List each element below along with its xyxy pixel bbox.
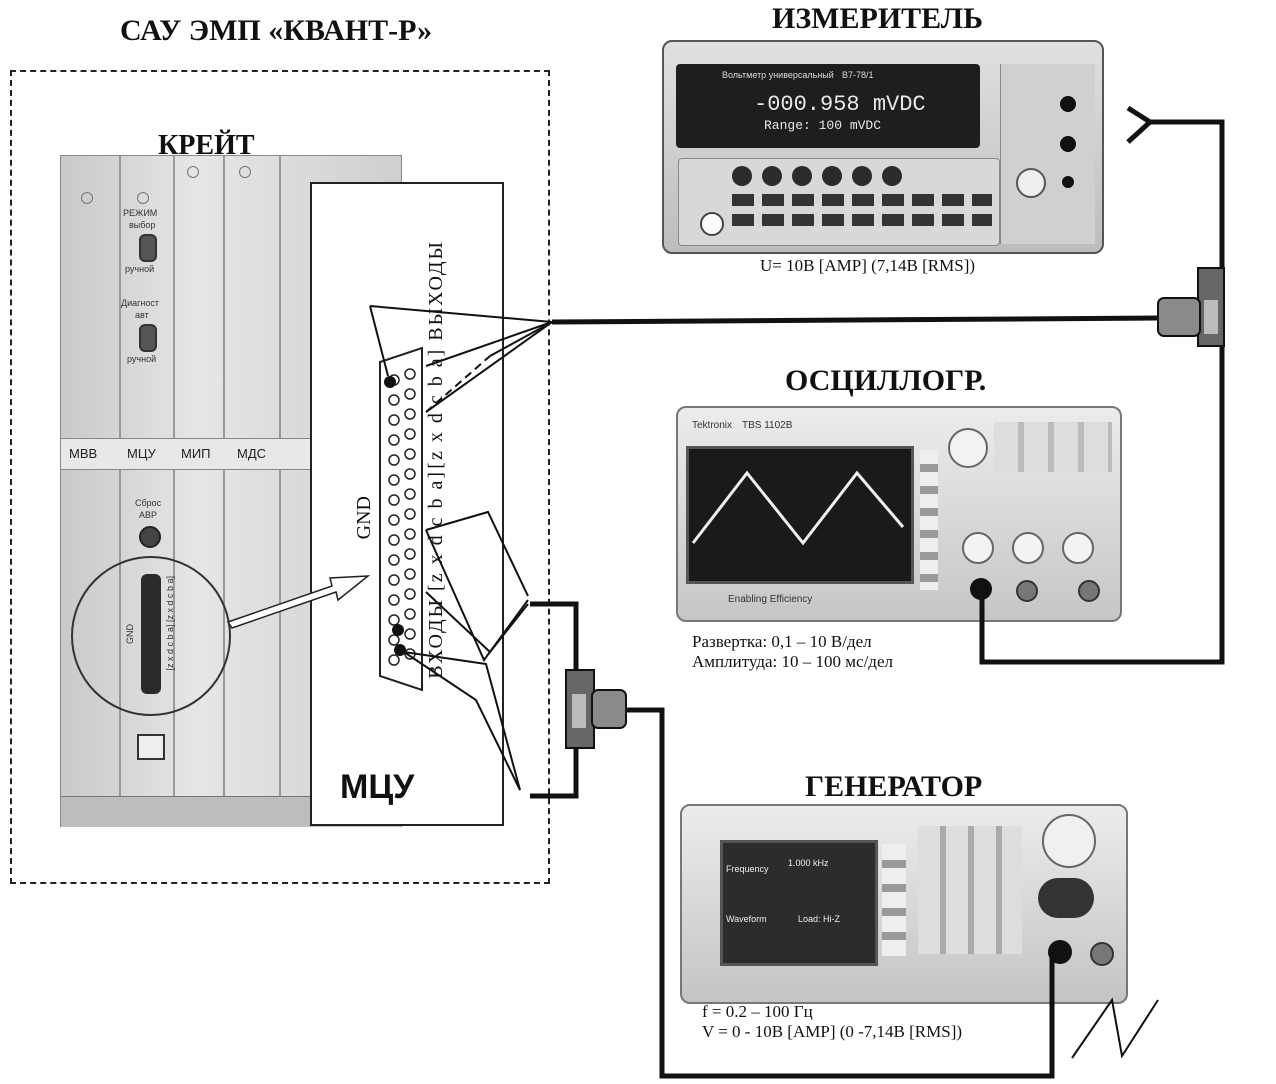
mcu-dsub-connector (379, 346, 423, 692)
meter-range-knob[interactable] (1016, 168, 1046, 198)
sawtooth-waveform-icon (1071, 997, 1159, 1059)
osc-multipurpose-knob[interactable] (948, 428, 988, 468)
meter-terminal-hi[interactable] (1060, 96, 1076, 112)
switch2-label-mid: авт (135, 310, 149, 320)
generator-softkey-column (882, 844, 906, 956)
meter-function-button[interactable] (852, 166, 872, 186)
switch1-label-bottom: ручной (125, 264, 155, 274)
meter-caption: U= 10В [AMP] (7,14В [RMS]) (760, 256, 976, 275)
generator-screen-mode: Waveform (726, 914, 767, 924)
system-title: САУ ЭМП «КВАНТ-Р» (120, 14, 433, 47)
coax-cables (530, 105, 1225, 1079)
mcu-label: МЦУ (340, 768, 415, 806)
meter-display (676, 64, 980, 148)
module-label-mvv: МВВ (69, 446, 98, 461)
system-boundary (10, 70, 550, 884)
osc-vertical-knob[interactable] (962, 532, 994, 564)
osc-model: TBS 1102B (742, 420, 793, 431)
meter-device: Вольтметр универсальный В7-78/1 -000.958… (662, 40, 1104, 254)
generator-device: Frequency 1.000 kHz Waveform Load: Hi-Z (680, 804, 1128, 1004)
output-wiring (369, 305, 553, 413)
switch1-label-top: РЕЖИМ (123, 208, 158, 218)
generator-sync-bnc[interactable] (1090, 942, 1114, 966)
reset-label: Сброс (135, 498, 162, 508)
reset-button[interactable] (139, 526, 161, 548)
osc-caption-line1: Развертка: 0,1 – 10 В/дел (692, 632, 872, 651)
osc-trigger-knob[interactable] (1062, 532, 1094, 564)
oscilloscope-device: Tektronix TBS 1102B Enabling Efficiency (676, 406, 1122, 622)
crate-title: КРЕЙТ (158, 130, 255, 161)
mcu-output-pin-filled (384, 376, 396, 388)
bnc-tee-icon (1157, 267, 1225, 347)
diagnostic-toggle-switch[interactable] (139, 324, 157, 352)
input-wiring (403, 510, 529, 791)
meter-function-button[interactable] (762, 166, 782, 186)
meter-function-button[interactable] (732, 166, 752, 186)
module-label-mcu: МЦУ (127, 446, 156, 461)
reset-sublabel: АВР (139, 510, 158, 520)
meter-display-line2: Range: 100 mVDC (764, 118, 882, 133)
crate-db-connector (141, 574, 161, 694)
oscilloscope-title: ОСЦИЛЛОГР. (785, 364, 987, 397)
module-label-mds: МДС (237, 446, 267, 461)
osc-caption-line2: Амплитуда: 10 – 100 мс/дел (692, 652, 893, 671)
generator-screen-load: Load: Hi-Z (798, 914, 841, 924)
generator-arrow-pad[interactable] (1038, 878, 1094, 918)
meter-key-row (732, 194, 992, 206)
mcu-input-pin-filled (392, 624, 404, 636)
meter-function-button[interactable] (822, 166, 842, 186)
generator-screen-freq-value: 1.000 kHz (788, 858, 829, 868)
mcu-connector-pins (388, 368, 416, 666)
meter-function-button[interactable] (792, 166, 812, 186)
osc-horizontal-knob[interactable] (1012, 532, 1044, 564)
meter-power-button[interactable] (700, 212, 724, 236)
mcu-input-pin-filled (394, 644, 406, 656)
bnc-tee-icon (565, 669, 627, 749)
osc-button-grid (994, 422, 1112, 472)
osc-ch2-bnc-input[interactable] (1016, 580, 1038, 602)
meter-terminal-aux[interactable] (1062, 176, 1074, 188)
meter-function-button[interactable] (882, 166, 902, 186)
generator-caption-line2: V = 0 - 10В [AMP] (0 -7,14В [RMS]) (702, 1022, 963, 1041)
generator-keypad (918, 826, 1022, 954)
osc-side-button-column (920, 450, 938, 590)
generator-caption-line1: f = 0.2 – 100 Гц (702, 1002, 813, 1021)
meter-display-line1: -000.958 mVDC (754, 92, 926, 117)
generator-rotary-knob[interactable] (1042, 814, 1096, 868)
zoom-arrow-icon (226, 575, 371, 629)
meter-title: ИЗМЕРИТЕЛЬ (772, 2, 983, 35)
connector-zoom-circle (71, 556, 231, 716)
osc-brand: Tektronix (692, 420, 733, 431)
meter-terminal-lo[interactable] (1060, 136, 1076, 152)
osc-ext-bnc-input[interactable] (1078, 580, 1100, 602)
osc-screen (686, 446, 914, 584)
generator-screen-freq: Frequency (726, 864, 769, 874)
osc-triangle-waveform (691, 470, 905, 546)
generator-screen (720, 840, 878, 966)
switch2-label-top: Диагност (121, 298, 160, 308)
meter-model-text: Вольтметр универсальный (722, 70, 834, 80)
osc-ch1-bnc-input[interactable] (970, 578, 992, 600)
meter-model-code: В7-78/1 (842, 70, 874, 80)
mode-toggle-switch[interactable] (139, 234, 157, 262)
module-label-mip: МИП (181, 446, 211, 461)
generator-title: ГЕНЕРАТОР (805, 770, 983, 803)
osc-footer: Enabling Efficiency (728, 594, 813, 605)
usb-port-icon (137, 734, 165, 760)
switch2-label-bottom: ручной (127, 354, 157, 364)
meter-key-row (732, 214, 992, 226)
switch1-label-mid: выбор (129, 220, 156, 230)
